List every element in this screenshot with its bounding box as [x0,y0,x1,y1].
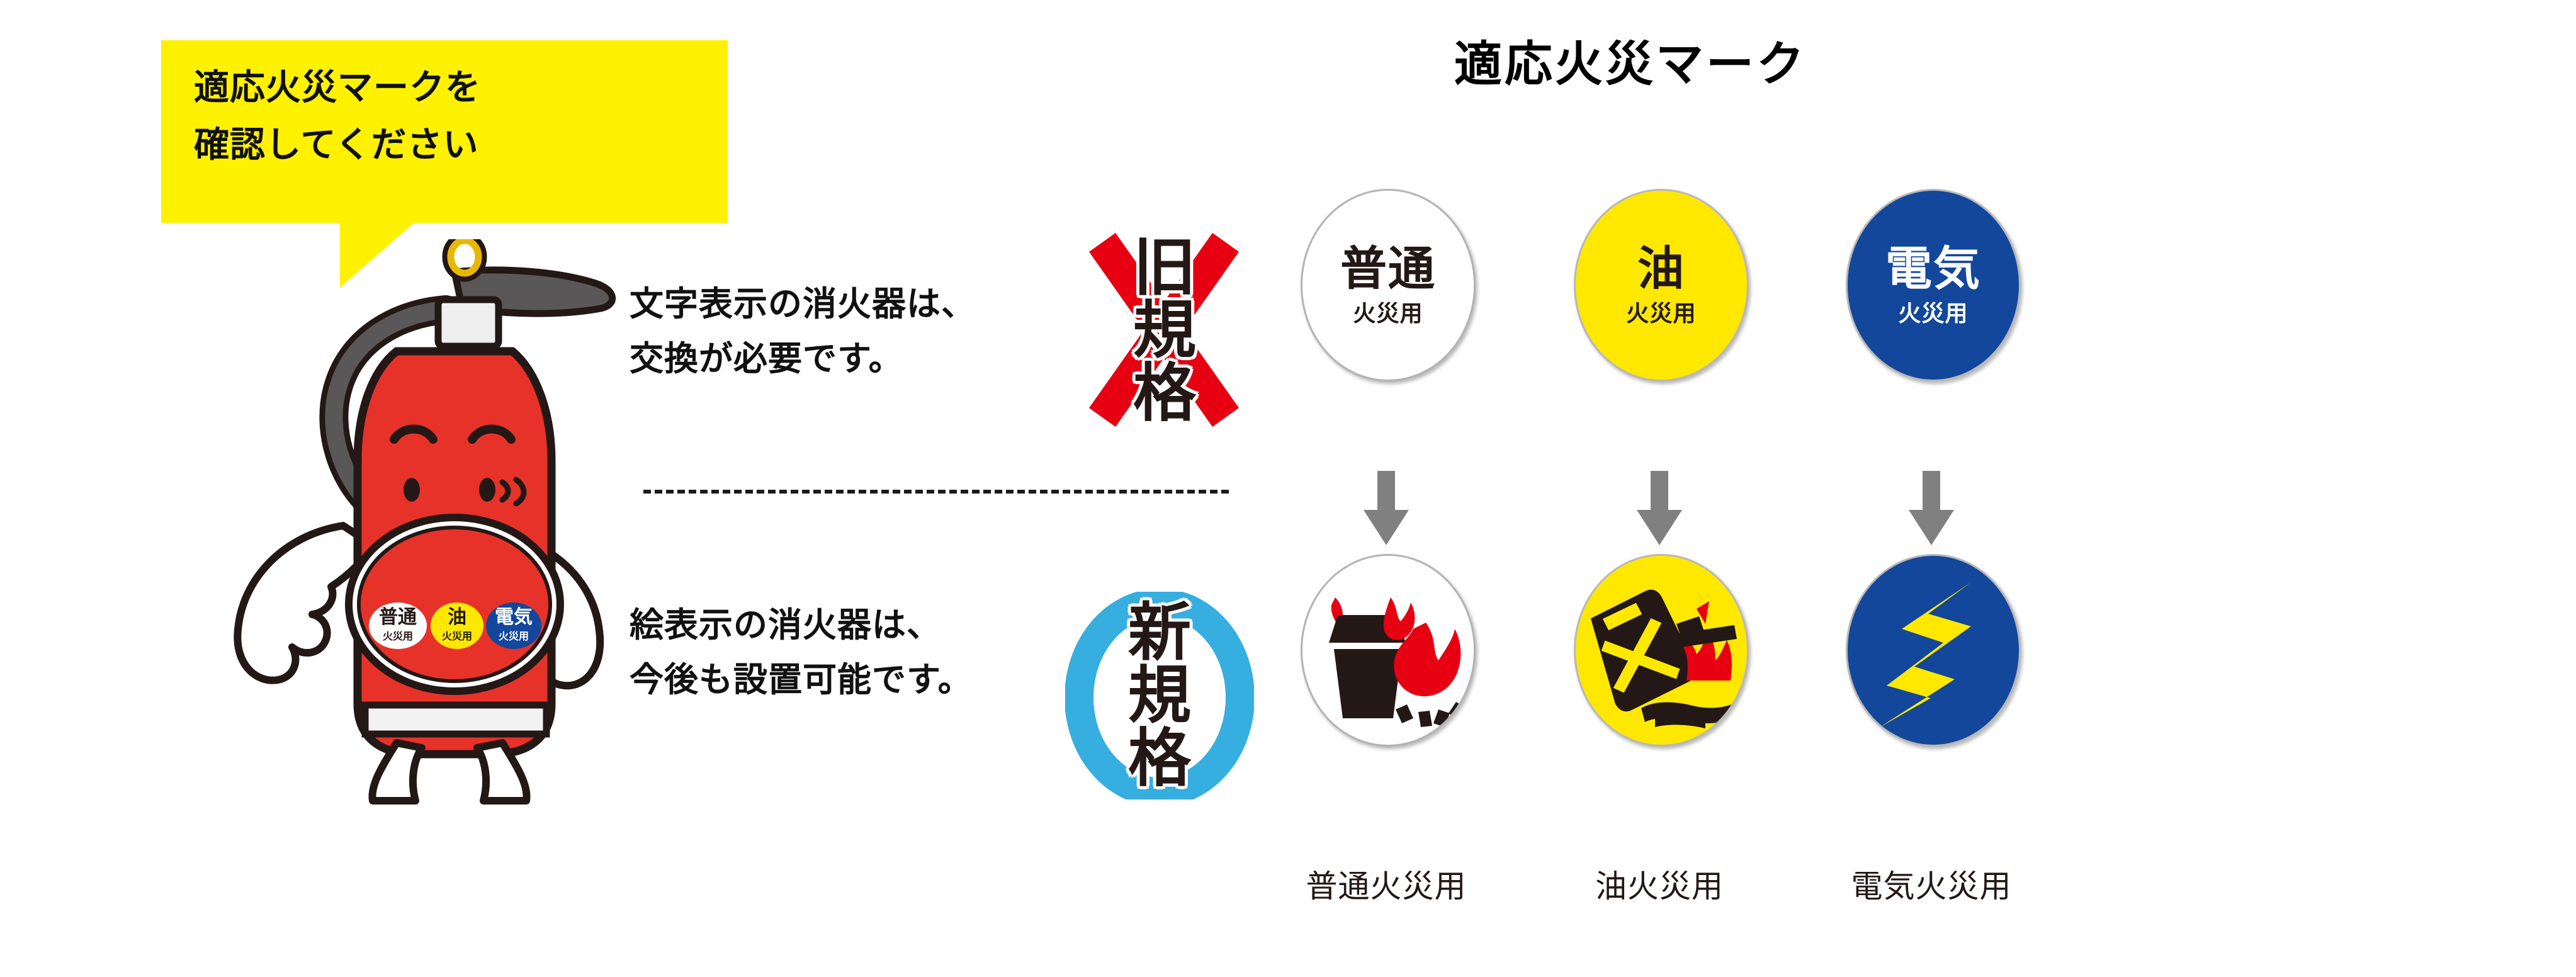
arrow-down-icon [1637,471,1682,545]
mascot-left-arm [234,522,376,684]
text-mark-oil: 油 火災用 [1574,189,1749,381]
mascot-eye-left [390,424,438,444]
mascot-blush-line-2 [513,477,527,507]
arrow-down-electric [1906,471,1957,546]
mascot-hose-inner [325,301,455,515]
text-mark-normal-small: 火災用 [1353,300,1423,326]
old-standard-char-2: 規 [1133,295,1196,366]
caption-normal: 普通火災用 [1306,869,1467,904]
speech-bubble: 適応火災マークを 確認してください [161,40,728,223]
note-new-text: 絵表示の消火器は、 今後も設置可能です。 [630,606,973,699]
text-mark-oil-big: 油 [1637,242,1685,295]
old-standard-char-3: 格 [1133,358,1196,429]
mascot-leg-right [473,739,531,805]
arrow-down-oil [1634,471,1685,546]
mascot-blush-line-1 [499,479,511,503]
picto-mark-electric [1846,554,2021,747]
trash-flame-icon [1329,597,1466,727]
svg-text:油: 油 [448,607,466,628]
new-standard-stamp: 新 規 格 [1065,592,1254,799]
old-standard-stamp: 旧 規 格 [1070,227,1259,434]
red-x-icon [1089,233,1239,427]
caption-electric: 電気火災用 [1851,869,2012,904]
new-standard-char-2: 規 [1128,660,1191,731]
picto-mark-normal [1301,554,1476,747]
old-standard-label: 旧 規 格 [1070,227,1259,434]
mascot-cheek-left [404,478,420,502]
note-old-text: 文字表示の消火器は、 交換が必要です。 [630,285,976,378]
speech-bubble-tail [340,222,415,288]
blue-circle-icon [1065,592,1254,799]
mascot-eye-right [468,424,516,444]
speech-bubble-text: 適応火災マークを 確認してください [194,67,481,164]
arrow-down-normal [1361,471,1411,546]
mascot-base-band [361,701,550,738]
arrow-down-icon [1364,471,1409,545]
arrow-down-icon [1909,471,1954,545]
mascot-badge-normal: 普通 火災用 [369,602,427,649]
new-standard-char-1: 新 [1128,597,1191,668]
mascot-safety-pin-icon [447,237,482,277]
text-mark-normal: 普通 火災用 [1301,189,1476,381]
new-standard-label: 新 規 格 [1065,592,1254,799]
section-divider [643,490,1229,494]
oil-can-flame-icon [1590,589,1737,728]
picto-mark-oil [1574,554,1749,747]
text-mark-oil-small: 火災用 [1626,300,1697,326]
text-mark-electric: 電気 火災用 [1846,189,2021,381]
svg-text:火災用: 火災用 [499,631,529,642]
caption-oil: 油火災用 [1595,869,1724,904]
svg-text:電気: 電気 [495,607,533,628]
text-mark-electric-small: 火災用 [1898,300,1969,326]
svg-text:火災用: 火災用 [383,631,413,642]
old-standard-char-1: 旧 [1133,232,1196,303]
svg-text:普通: 普通 [379,606,417,628]
svg-text:火災用: 火災用 [442,631,472,642]
lightning-bolt-icon [1878,582,1971,728]
mascot-neck [434,296,502,350]
mascot-badge-electric: 電気 火災用 [486,602,541,649]
page-title: 適応火災マーク [1454,38,1807,91]
mascot-leg-left [368,739,426,805]
mascot-cheek-right [479,478,495,502]
text-mark-electric-big: 電気 [1885,242,1981,295]
new-standard-char-3: 格 [1128,723,1191,794]
mascot-badge-oil: 油 火災用 [431,602,483,649]
text-mark-normal-big: 普通 [1340,242,1436,295]
fire-extinguisher-mascot: 普通 火災用 油 火災用 電気 火災用 [208,232,636,806]
